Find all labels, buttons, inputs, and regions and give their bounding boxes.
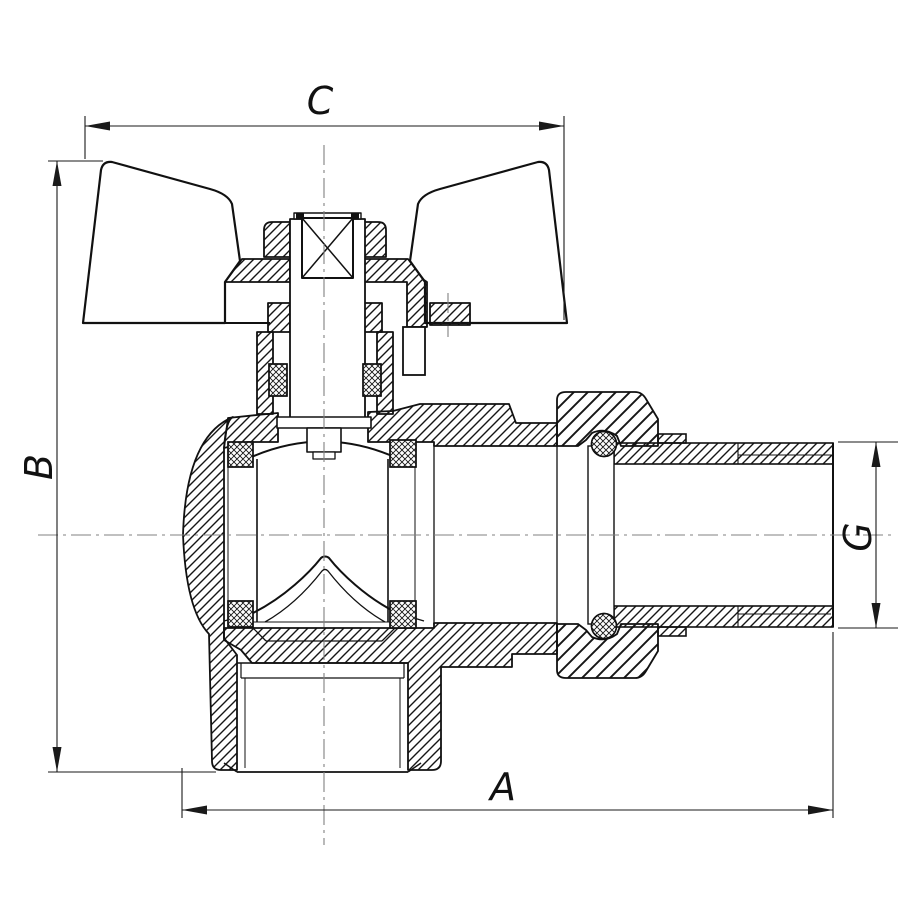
- arrow-c-left: [85, 121, 110, 131]
- arrow-g-top: [871, 442, 881, 467]
- dimension-c: [84, 116, 565, 320]
- arrow-g-bottom: [871, 603, 881, 628]
- pipe-wall-bottom: [613, 605, 834, 628]
- union-nut-bottom: [556, 623, 659, 679]
- pipe-wall-top: [613, 442, 834, 465]
- stem-nut-right: [359, 221, 387, 258]
- dimension-label-g: G: [836, 522, 880, 551]
- gland-left: [267, 302, 291, 333]
- handle-skirt: [402, 326, 426, 376]
- stem-assembly: [276, 212, 372, 460]
- hub-flange-right: [359, 258, 428, 328]
- butterfly-handle: [81, 160, 569, 325]
- pipe-hex-lip-top: [657, 433, 687, 444]
- pipe-hex-lip-bottom: [657, 626, 687, 637]
- ball-tent-outer: [252, 555, 398, 614]
- union-nut: [556, 391, 659, 679]
- stem-nut-left: [263, 221, 291, 258]
- arrow-b-top: [52, 161, 62, 186]
- union-nut-top: [556, 391, 659, 447]
- arrow-c-right: [539, 121, 564, 131]
- ball-tent-inner: [264, 568, 386, 623]
- arrow-a-left: [182, 805, 207, 815]
- dimension-label-a: A: [487, 765, 516, 809]
- dimension-g: [838, 441, 898, 629]
- handle-wing-right: [408, 160, 569, 325]
- dimension-labels: C B A G: [17, 79, 880, 809]
- arrow-a-right: [808, 805, 833, 815]
- dimension-label-b: B: [17, 454, 61, 480]
- bottom-port: [223, 662, 422, 773]
- handle-wing-left: [81, 160, 242, 325]
- dimension-label-c: C: [307, 79, 334, 123]
- centerlines: [38, 145, 896, 845]
- arrow-b-bottom: [52, 747, 62, 772]
- dimensions: [48, 116, 898, 818]
- seals: [227, 363, 618, 640]
- dimension-b: [48, 160, 216, 773]
- dimension-a: [181, 632, 834, 818]
- handle-stop-tab: [429, 302, 471, 326]
